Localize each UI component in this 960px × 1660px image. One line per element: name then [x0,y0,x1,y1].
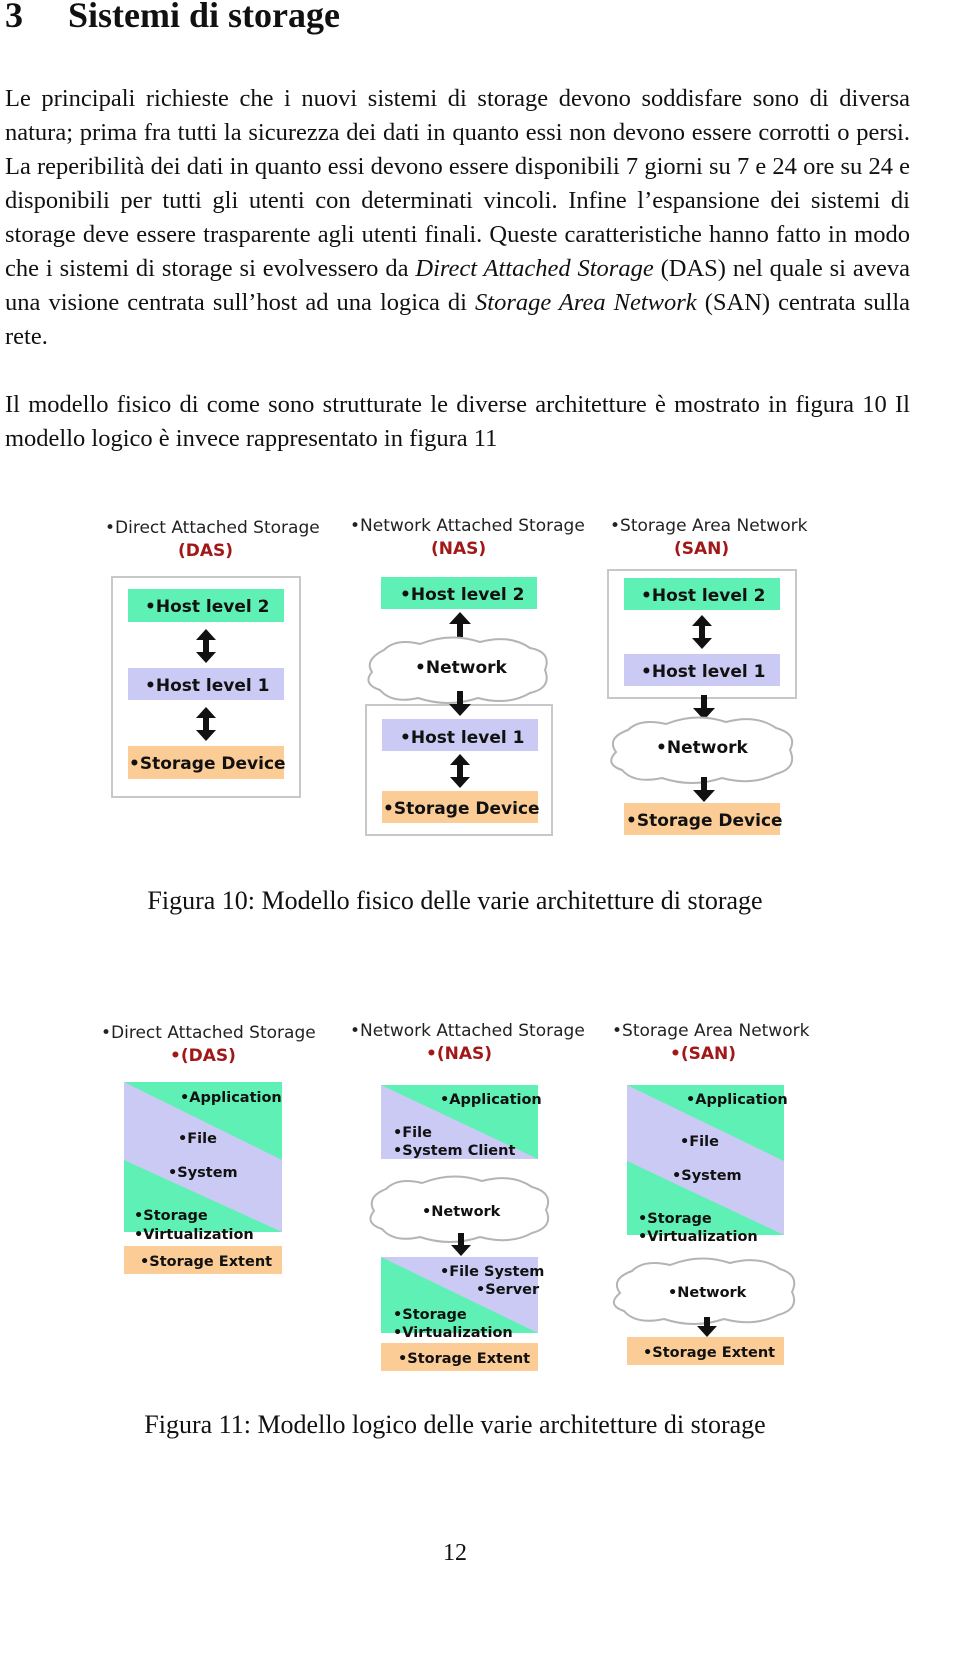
san-logical-column: •Storage Area Network •(SAN) •Applicatio… [612,1021,810,1365]
das-system-label: •System [168,1165,238,1181]
san-extent-box [627,1337,784,1365]
nas-server-virt-green [381,1257,538,1333]
das-extent-label: •Storage Extent [140,1254,272,1270]
san-host2-box [624,578,780,610]
san-file-label: •File [680,1134,719,1150]
san-storage-box [624,803,780,835]
san-host2-label: •Host level 2 [641,586,765,606]
das-logical-abbr: •(DAS) [170,1046,236,1066]
san-network-label: •Network [656,738,749,758]
nas-file-label: •File [393,1125,432,1141]
san-abbr: (SAN) [674,539,729,559]
das-storage-label: •Storage Device [129,754,286,774]
san-network-cloud [613,1257,796,1325]
das-host1-label: •Host level 1 [145,676,269,696]
san-header: •Storage Area Network [610,516,808,536]
nas-app-client-green [381,1085,538,1159]
san-host1-label: •Host level 1 [641,662,765,682]
nas-header: •Network Attached Storage [350,516,585,536]
nas-physical-column: •Network Attached Storage (NAS) •Host le… [350,516,585,836]
das-storage-box [128,746,284,779]
nas-extent-box [381,1343,538,1371]
san-virtualization-label: •Virtualization [638,1229,758,1245]
nas-storage-label: •Storage Device [383,799,540,819]
nas-host2-label: •Host level 2 [400,585,524,605]
up-arrow-icon [449,612,471,637]
page-number: 12 [443,1540,467,1566]
das-application-label: •Application [180,1090,282,1106]
das-file-label: •File [178,1131,217,1147]
das-system-virtualization-green [124,1160,282,1232]
das-logical-column: •Direct Attached Storage •(DAS) •Applica… [101,1023,316,1274]
san-storage-label: •Storage [638,1211,712,1227]
nas-logical-abbr: •(NAS) [426,1044,492,1064]
nas-host2-box [381,577,537,609]
nas-abbr: (NAS) [431,539,486,559]
paragraph-figures-reference: Il modello fisico di come sono struttura… [5,391,910,452]
paragraph-intro-part1: Le principali richieste che i nuovi sist… [5,85,910,282]
san-extent-label: •Storage Extent [643,1345,775,1361]
nas-server-label: •Server [476,1282,540,1298]
san-physical-column: •Storage Area Network (SAN) •Host level … [607,516,808,835]
section-number: 3 [5,0,23,35]
term-storage-area-network: Storage Area Network [475,289,697,316]
paragraph-intro-part3: (SAN) centrata sulla rete. [5,289,911,350]
figure-10-caption: Figura 10: Modello fisico delle varie ar… [147,886,763,915]
nas-network-label: •Network [422,1204,501,1220]
section-title: 3 Sistemi di storage [5,0,340,36]
das-abbr: (DAS) [178,541,233,561]
das-host2-box [128,589,284,622]
san-system-virtualization-green [627,1161,784,1235]
figure-11-logical-model: •Direct Attached Storage •(DAS) •Applica… [0,1005,910,1380]
paragraph-intro: Le principali richieste che i nuovi sist… [5,82,910,354]
figure-10-physical-model: •Direct Attached Storage (DAS) •Host lev… [0,500,910,845]
nas-virtualization-label: •Virtualization [393,1325,513,1341]
nas-logical-header: •Network Attached Storage [350,1021,585,1041]
down-arrow-icon [451,1233,471,1256]
paragraph-intro-part2: (DAS) nel quale si aveva una visione cen… [5,255,911,316]
nas-network-label: •Network [415,658,508,678]
das-logical-header: •Direct Attached Storage [101,1023,316,1043]
figure-11-caption: Figura 11: Modello logico delle varie ar… [144,1410,766,1439]
section-title-text: Sistemi di storage [68,0,340,35]
san-logical-header: •Storage Area Network [612,1021,810,1041]
san-application-label: •Application [686,1092,788,1108]
das-host2-label: •Host level 2 [145,597,269,617]
san-host1-box [624,654,780,686]
san-storage-label: •Storage Device [626,811,783,831]
nas-storage-label: •Storage [393,1307,467,1323]
das-extent-box [124,1246,282,1274]
nas-logical-column: •Network Attached Storage •(NAS) •Applic… [350,1021,585,1371]
nas-storage-box [382,791,538,823]
nas-application-label: •Application [440,1092,542,1108]
san-system-label: •System [672,1168,742,1184]
das-storage-label: •Storage [134,1208,208,1224]
san-application-file-green [627,1085,784,1161]
nas-system-client-label: •System Client [393,1143,515,1159]
nas-network-cloud [367,636,548,704]
san-network-label: •Network [668,1285,747,1301]
nas-file-system-label: •File System [440,1264,544,1280]
das-host1-box [128,668,284,700]
term-direct-attached-storage: Direct Attached Storage [415,255,654,282]
nas-network-cloud [369,1175,550,1243]
nas-host1-label: •Host level 1 [400,728,524,748]
san-logical-abbr: •(SAN) [670,1044,736,1064]
das-header: •Direct Attached Storage [105,518,320,538]
san-network-cloud [610,716,794,784]
nas-extent-label: •Storage Extent [398,1351,530,1367]
das-application-file-green [124,1082,282,1160]
das-virtualization-label: •Virtualization [134,1227,254,1243]
nas-host1-box [382,719,538,751]
down-arrow-icon [697,1317,717,1337]
das-physical-column: •Direct Attached Storage (DAS) •Host lev… [105,518,320,798]
